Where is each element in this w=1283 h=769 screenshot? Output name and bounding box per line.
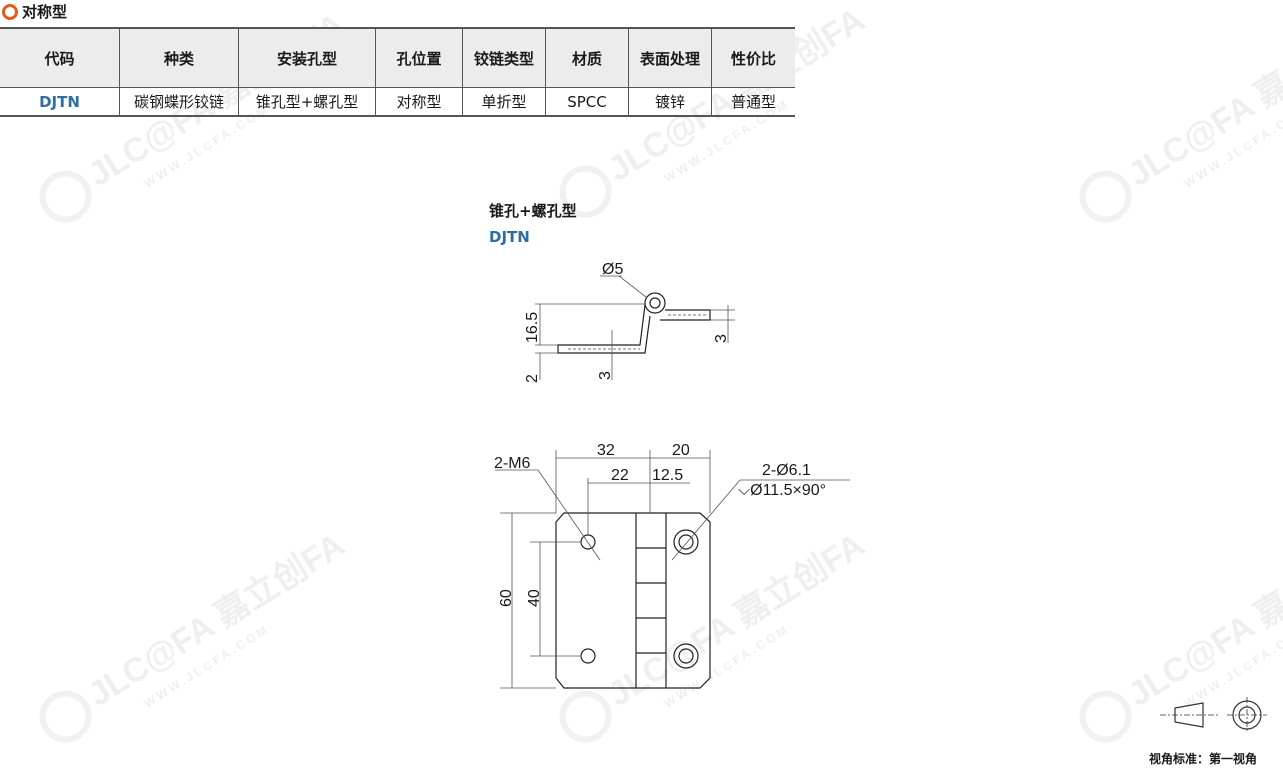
spec-table: 代码 种类 安装孔型 孔位置 铰链类型 材质 表面处理 性价比 DJTN 碳钢蝶… (0, 27, 795, 117)
col-header-value: 性价比 (711, 27, 795, 88)
projection-standard-label: 视角标准：第一视角 (1149, 752, 1258, 766)
cell-kind: 碳钢蝶形铰链 (119, 87, 239, 117)
dim-inner-right: 12.5 (652, 467, 683, 484)
table-row: DJTN 碳钢蝶形铰链 锥孔型+螺孔型 对称型 单折型 SPCC 镀锌 普通型 (0, 87, 795, 117)
dim-step-left: 3 (597, 371, 614, 380)
cell-hole-position: 对称型 (375, 87, 463, 117)
dim-width-right: 20 (672, 442, 690, 459)
dim-countersink: ⌵Ø11.5×90° (738, 482, 826, 499)
drawing-code: DJTN (489, 228, 530, 246)
dim-thread: 2-M6 (494, 455, 531, 472)
dim-phi: Ø5 (602, 261, 623, 278)
col-header-surface: 表面处理 (628, 27, 712, 88)
drawing-hole-type: 锥孔+螺孔型 (489, 202, 577, 220)
side-view-drawing: Ø5 16.5 2 3 3 (524, 261, 735, 383)
col-header-material: 材质 (545, 27, 629, 88)
col-header-hole-position: 孔位置 (375, 27, 463, 88)
dim-width-left: 32 (597, 442, 615, 459)
col-header-mount-hole: 安装孔型 (238, 27, 376, 88)
col-header-code: 代码 (0, 27, 120, 88)
dim-height: 60 (498, 589, 515, 607)
dim-height: 16.5 (524, 312, 541, 343)
dim-step-right: 3 (713, 334, 730, 343)
circle-bullet-icon (2, 3, 18, 20)
cell-mount-hole: 锥孔型+螺孔型 (238, 87, 376, 117)
col-header-hinge-type: 铰链类型 (462, 27, 546, 88)
front-view-drawing: 2-M6 32 20 22 12.5 2-Ø6.1 ⌵Ø11.5×90° 60 … (494, 442, 850, 689)
cell-surface: 镀锌 (628, 87, 712, 117)
cell-hinge-type: 单折型 (462, 87, 546, 117)
dim-thk-left: 2 (524, 374, 541, 383)
cell-material: SPCC (545, 87, 629, 117)
section-title: 对称型 (2, 1, 67, 22)
dim-pitch: 40 (526, 589, 543, 607)
cell-value: 普通型 (711, 87, 795, 117)
dim-hole-spec: 2-Ø6.1 (762, 462, 811, 479)
first-angle-projection-icon (1160, 697, 1267, 733)
dim-inner-left: 22 (611, 467, 629, 484)
col-header-kind: 种类 (119, 27, 239, 88)
cell-code: DJTN (0, 87, 120, 117)
table-header-row: 代码 种类 安装孔型 孔位置 铰链类型 材质 表面处理 性价比 (0, 27, 795, 88)
